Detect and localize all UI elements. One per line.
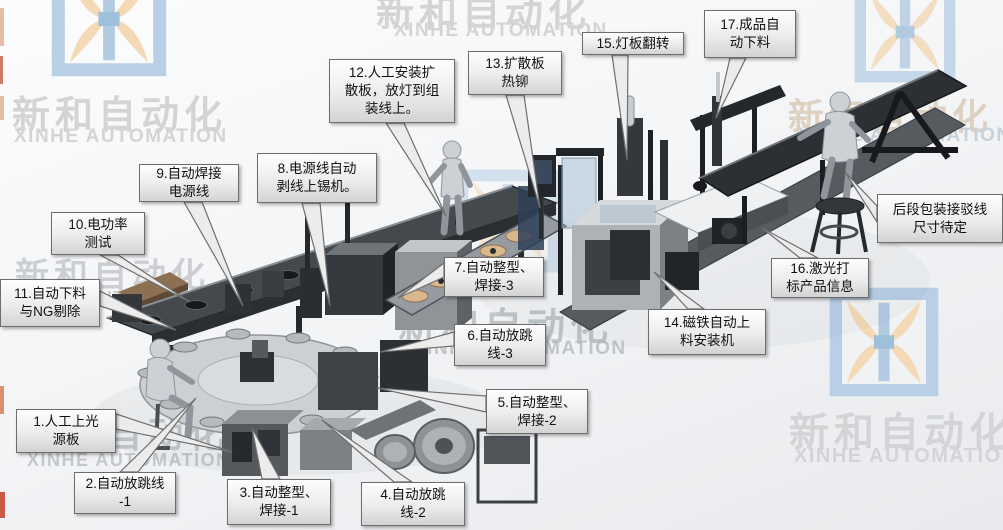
callout-station-1: 1.人工上光 源板 — [16, 409, 116, 453]
callout-station-6: 6.自动放跳 线-3 — [454, 324, 546, 366]
leader-8 — [301, 202, 331, 307]
leader-1 — [115, 413, 233, 453]
right-line — [556, 72, 967, 331]
leader-15 — [611, 54, 629, 161]
callout-station-7: 7.自动整型、 焊接-3 — [444, 257, 544, 297]
leader-6 — [379, 331, 455, 353]
leader-5 — [376, 387, 487, 413]
leader-14 — [653, 271, 706, 310]
callout-station-17: 17.成品自 动下料 — [704, 10, 796, 58]
callout-station-14: 14.磁铁自动上 料安装机 — [648, 309, 766, 355]
watermark-edge-sliver — [0, 8, 4, 46]
callout-station-13: 13.扩散板 热铆 — [468, 51, 562, 95]
leader-9 — [182, 201, 244, 307]
leader-16 — [761, 227, 819, 259]
callout-station-15: 15.灯板翻转 — [582, 32, 684, 55]
callout-station-2: 2.自动放跳线 -1 — [74, 472, 176, 514]
leader-10 — [99, 254, 191, 303]
callout-station-3: 3.自动整型、 焊接-1 — [227, 479, 331, 525]
callout-station-5: 5.自动整型、 焊接-2 — [486, 389, 588, 434]
watermark-edge-sliver — [0, 492, 5, 518]
callout-station-16: 16.激光打 标产品信息 — [771, 258, 869, 298]
leader-18 — [844, 171, 878, 225]
callout-station-12: 12.人工安装扩 散板，放灯到组 装线上。 — [329, 59, 455, 123]
leader-17 — [715, 57, 747, 119]
leader-11 — [99, 290, 177, 331]
leader-7 — [397, 261, 445, 299]
operator-seated-left — [145, 338, 195, 450]
callout-station-11: 11.自动下料 与NG剔除 — [0, 279, 100, 327]
leader-13 — [505, 94, 541, 209]
leader-12 — [384, 122, 447, 217]
callout-station-9: 9.自动焊接 电源线 — [139, 164, 239, 202]
watermark-edge-sliver — [0, 96, 4, 120]
callout-station-10: 10.电功率 测试 — [51, 212, 145, 255]
operator-seated-right — [797, 91, 871, 255]
callout-station-4: 4.自动放跳 线-2 — [361, 482, 465, 526]
leader-3 — [251, 427, 282, 480]
callout-packaging-note: 后段包装接驳线 尺寸待定 — [877, 194, 1003, 243]
callout-station-8: 8.电源线自动 剥线上锡机。 — [257, 153, 377, 203]
watermark-edge-sliver — [0, 56, 3, 84]
leader-2 — [118, 397, 197, 473]
leader-4 — [321, 419, 414, 483]
watermark-edge-sliver — [0, 386, 4, 414]
